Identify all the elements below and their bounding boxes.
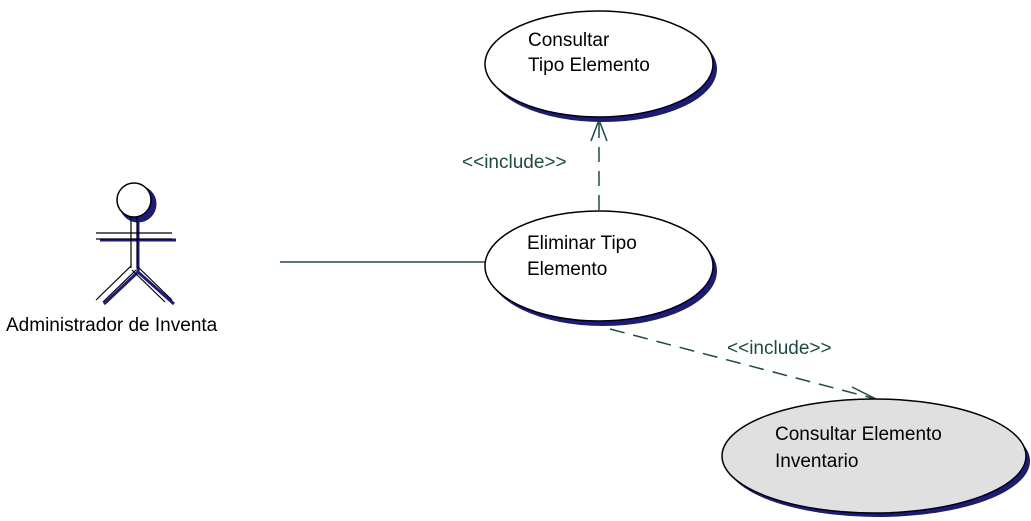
use-case-ellipse [484,210,714,322]
include-label-top: <<include>> [462,152,567,173]
include-label-bottom: <<include>> [727,338,832,359]
use-case-ellipse [484,10,714,118]
include-dashed-line [609,328,873,399]
use-case-consultar-tipo-elemento[interactable]: Consultar Tipo Elemento [484,10,717,122]
use-case-label-line2: Inventario [775,451,858,472]
include-relation-top [590,117,608,210]
use-case-label-line2: Elemento [527,259,607,280]
use-case-consultar-elemento-inventario[interactable]: Consultar Elemento Inventario [721,398,1030,517]
actor-administrador[interactable]: Administrador de Inventa [6,182,218,336]
actor-figure [95,182,173,303]
use-case-label-line1: Eliminar Tipo [527,233,637,254]
use-case-label-line2: Tipo Elemento [528,55,650,76]
use-case-label-line1: Consultar [528,30,610,51]
actor-head [116,182,152,218]
actor-name-label: Administrador de Inventa [6,315,218,336]
use-case-label-line1: Consultar Elemento [775,424,942,445]
use-case-ellipse [721,398,1027,514]
use-case-eliminar-tipo-elemento[interactable]: Eliminar Tipo Elemento [484,210,717,326]
